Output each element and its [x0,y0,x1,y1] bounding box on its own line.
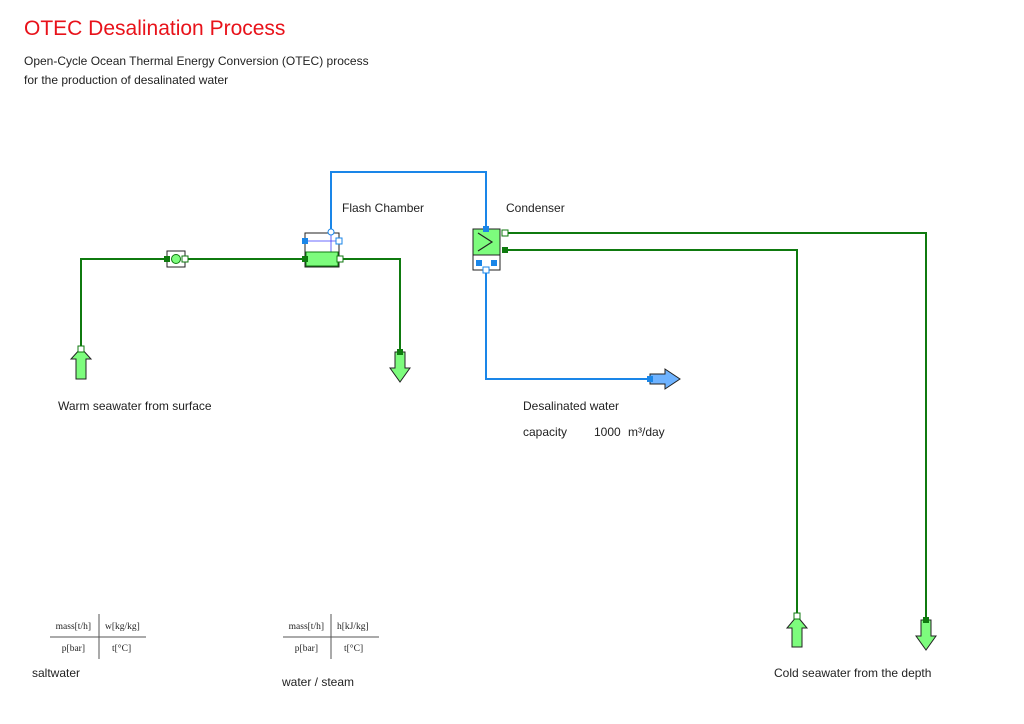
capacity-label: capacity [523,425,568,439]
water-steam-legend-mass: mass[t/h] [289,622,324,632]
feed-pump[interactable] [164,250,189,268]
brine-outlet-line [340,258,401,352]
saltwater-legend-temperature: t[°C] [112,643,131,654]
condenser-label: Condenser [506,201,565,215]
description-line-1: Open-Cycle Ocean Thermal Energy Conversi… [24,54,369,68]
condenser[interactable] [472,226,509,274]
saltwater-legend-pressure: p[bar] [62,644,85,654]
page-title: OTEC Desalination Process [24,17,286,40]
water-steam-legend-pressure: p[bar] [295,644,318,654]
capacity-value: 1000 [594,425,621,439]
vapor-line [330,171,487,232]
warm-feed-line [80,258,168,348]
warm-seawater-inlet-arrow[interactable] [69,345,93,380]
saltwater-legend-mass: mass[t/h] [56,622,91,632]
cold-feed-line [505,249,798,615]
brine-outlet-arrow[interactable] [389,349,411,383]
cold-seawater-outlet-arrow[interactable] [915,617,937,651]
cold-return-line [505,232,927,620]
water-steam-legend-temperature: t[°C] [344,643,363,654]
water-steam-legend-caption: water / steam [282,675,355,689]
saltwater-legend-caption: saltwater [32,666,81,680]
condensate-line [485,269,650,380]
water-steam-legend: mass[t/h] h[kJ/kg] p[bar] t[°C] [283,614,379,659]
capacity-unit: m³/day [628,425,665,439]
warm-seawater-label: Warm seawater from surface [58,399,212,413]
saltwater-legend-fraction: w[kg/kg] [105,622,140,632]
desalinated-water-outlet-arrow[interactable] [647,368,681,390]
description-line-2: for the production of desalinated water [24,73,229,87]
flash-chamber[interactable] [302,228,344,268]
cold-seawater-label: Cold seawater from the depth [774,666,932,680]
water-steam-legend-enthalpy: h[kJ/kg] [337,622,369,632]
cold-seawater-inlet-arrow[interactable] [785,612,809,648]
desalinated-water-label: Desalinated water [523,399,620,413]
flash-chamber-label: Flash Chamber [342,201,425,215]
saltwater-legend: mass[t/h] w[kg/kg] p[bar] t[°C] [50,614,146,659]
